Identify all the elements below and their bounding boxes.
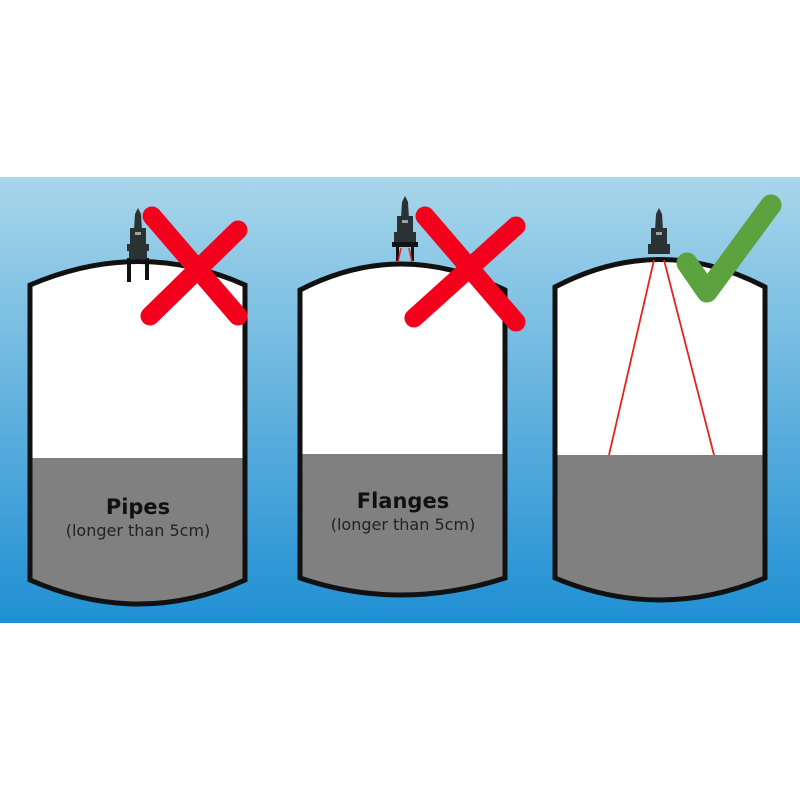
flange-nozzle bbox=[392, 242, 418, 263]
panel-pipes: Pipes (longer than 5cm) bbox=[27, 206, 248, 607]
tank-pipes bbox=[27, 259, 248, 607]
tank-outline bbox=[297, 261, 508, 598]
liquid-level bbox=[30, 458, 245, 604]
panel-flanges: Flanges (longer than 5cm) bbox=[297, 196, 526, 598]
checkmark-icon bbox=[676, 194, 782, 303]
cross-icon bbox=[404, 206, 526, 332]
panel-title: Pipes bbox=[106, 495, 170, 519]
tank-outline bbox=[552, 257, 768, 603]
panel-subtitle: (longer than 5cm) bbox=[331, 515, 476, 534]
panel-title: Flanges bbox=[357, 489, 449, 513]
tank-outline bbox=[27, 259, 248, 607]
pipe-nozzle bbox=[127, 258, 149, 282]
radar-sensor-icon bbox=[394, 196, 416, 242]
liquid-level bbox=[300, 454, 505, 595]
tank-direct bbox=[552, 257, 768, 603]
tank-flanges bbox=[297, 261, 508, 598]
radar-sensor-icon bbox=[127, 208, 149, 259]
liquid-level bbox=[555, 455, 765, 600]
radar-beam bbox=[608, 259, 715, 456]
panel-subtitle: (longer than 5cm) bbox=[66, 521, 211, 540]
radar-sensor-icon bbox=[648, 208, 670, 254]
panel-direct-mount bbox=[552, 194, 782, 603]
cross-icon bbox=[140, 206, 248, 326]
